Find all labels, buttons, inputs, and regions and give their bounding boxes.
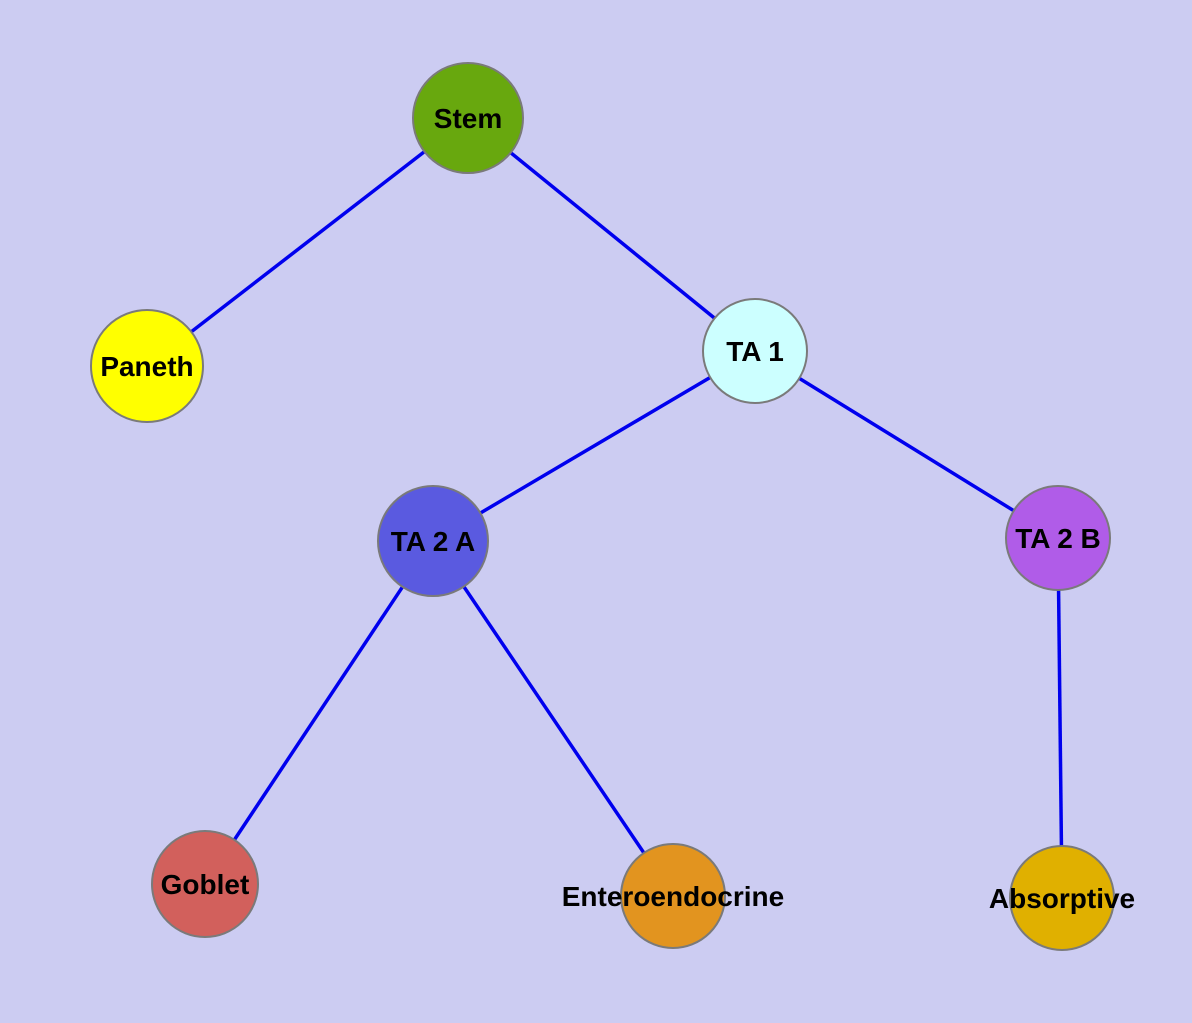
node-label-absorptive: Absorptive xyxy=(989,883,1135,914)
node-circle-ta2a xyxy=(377,485,489,597)
edge-stem-paneth xyxy=(145,116,470,368)
edge-ta1-ta2a xyxy=(432,349,756,543)
node-enteroendocrine: Enteroendocrine xyxy=(562,843,784,949)
node-label-ta1: TA 1 xyxy=(726,336,784,367)
node-label-ta2b: TA 2 B xyxy=(1015,523,1101,554)
node-label-paneth: Paneth xyxy=(100,351,193,382)
node-absorptive: Absorptive xyxy=(989,845,1135,951)
node-ta2b: TA 2 B xyxy=(1005,485,1111,591)
node-label-goblet: Goblet xyxy=(161,869,250,900)
node-ta1: TA 1 xyxy=(702,298,808,404)
node-ta2a: TA 2 A xyxy=(377,485,489,597)
node-circle-paneth xyxy=(90,309,204,423)
node-circle-ta2b xyxy=(1005,485,1111,591)
node-circle-stem xyxy=(412,62,524,174)
edge-ta2a-goblet xyxy=(203,540,435,885)
edge-stem-ta1 xyxy=(466,116,757,353)
node-circle-absorptive xyxy=(1009,845,1115,951)
edge-ta2b-absorptive xyxy=(1056,537,1064,899)
node-label-stem: Stem xyxy=(434,103,502,134)
node-label-enteroendocrine: Enteroendocrine xyxy=(562,881,784,912)
node-goblet: Goblet xyxy=(151,830,259,938)
node-circle-goblet xyxy=(151,830,259,938)
node-circle-ta1 xyxy=(702,298,808,404)
edge-ta1-ta2b xyxy=(754,349,1059,540)
node-stem: Stem xyxy=(412,62,524,174)
node-circle-enteroendocrine xyxy=(620,843,726,949)
edge-ta2a-enteroendocrine xyxy=(431,540,675,897)
node-label-ta2a: TA 2 A xyxy=(391,526,476,557)
node-paneth: Paneth xyxy=(90,309,204,423)
